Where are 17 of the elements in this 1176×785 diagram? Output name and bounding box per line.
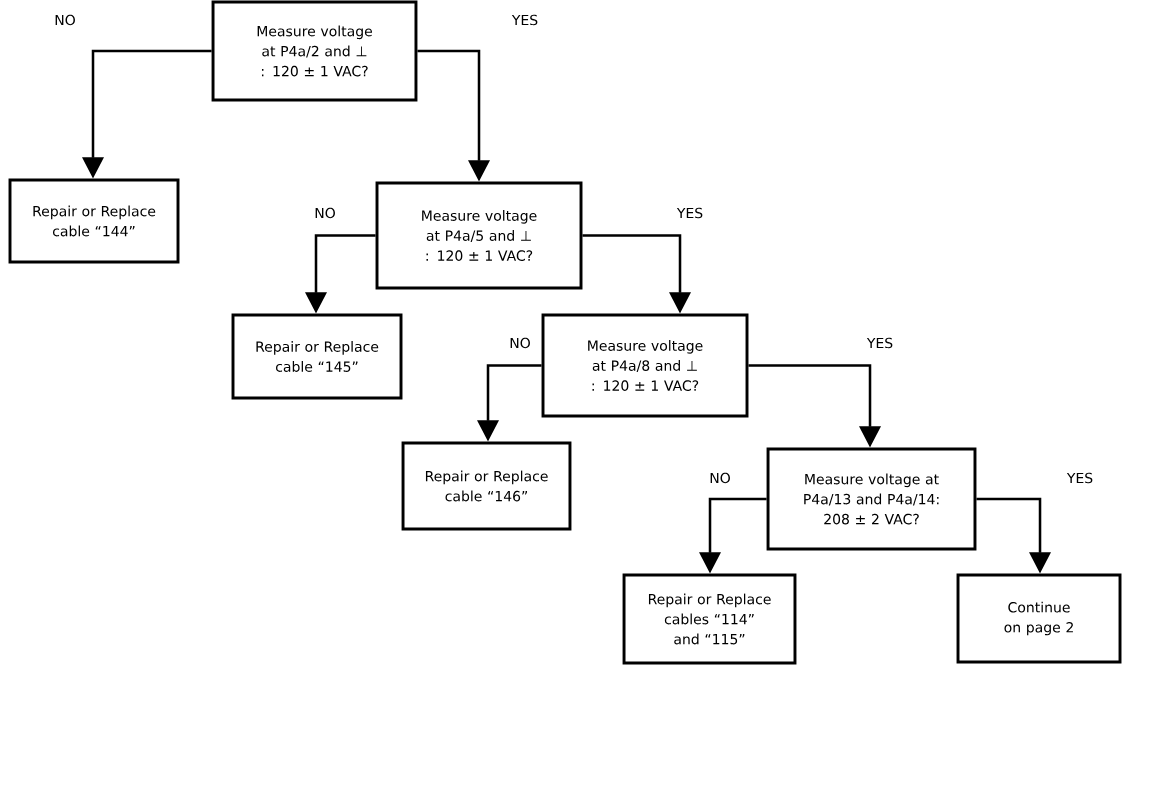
edge-label: NO <box>510 337 530 349</box>
action-box: Repair or Replace cable “145” <box>231 313 403 400</box>
decision-box: Measure voltage at P4a/2 and ⊥ : 120 ± 1 VAC? <box>211 0 418 102</box>
edge-label: YES <box>676 207 703 219</box>
action-box: Repair or Replace cables “114” and “115” <box>622 573 797 665</box>
edge-label: YES <box>511 14 538 26</box>
action-box: Continue on page 2 <box>956 573 1122 664</box>
edge-label: YES <box>866 337 893 349</box>
action-box: Repair or Replace cable “146” <box>401 441 572 531</box>
edge-label: NO <box>710 472 730 484</box>
decision-box: Measure voltage at P4a/5 and ⊥ : 120 ± 1 VAC? <box>375 181 583 290</box>
decision-box: Measure voltage at P4a/13 and P4a/14: 208 ± 2 VAC? <box>766 447 977 551</box>
edge-label: YES <box>1066 472 1093 484</box>
edge-label: NO <box>55 14 75 26</box>
edge-label: NO <box>315 207 335 219</box>
decision-box: Measure voltage at P4a/8 and ⊥ : 120 ± 1 VAC? <box>541 313 749 418</box>
action-box: Repair or Replace cable “144” <box>8 178 180 264</box>
